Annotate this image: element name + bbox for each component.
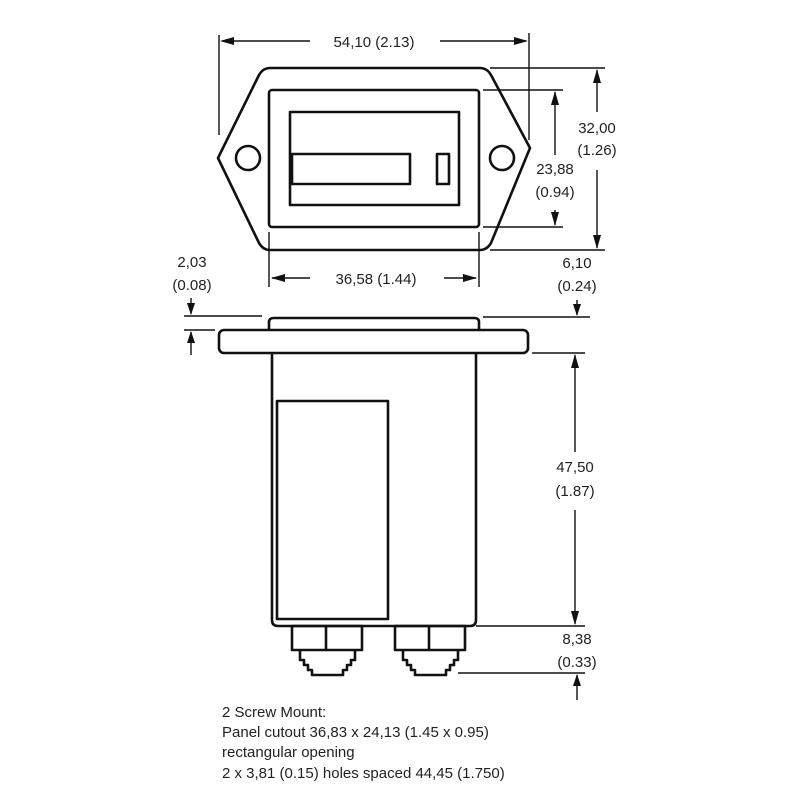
mounting-notes: 2 Screw Mount: Panel cutout 36,83 x 24,1… <box>222 704 505 782</box>
side-view <box>217 316 530 677</box>
dim-body-depth: 47,50 (1.87) <box>476 352 595 627</box>
body <box>270 353 478 628</box>
note-line: 2 x 3,81 (0.15) holes spaced 44,45 (1.75… <box>222 765 505 782</box>
dim-label: (0.24) <box>557 278 596 295</box>
note-line: Panel cutout 36,83 x 24,13 (1.45 x 0.95) <box>222 724 489 741</box>
dim-overall-height: 32,00 (1.26) <box>490 67 617 251</box>
dim-flange-thickness: 2,03 (0.08) <box>172 254 262 355</box>
mounting-hole-right <box>488 144 516 172</box>
dim-label: (1.87) <box>555 483 594 500</box>
dim-label: 54,10 (2.13) <box>334 34 415 51</box>
note-line: rectangular opening <box>222 744 355 761</box>
dim-label: 6,10 <box>562 255 591 272</box>
mounting-hole-left <box>234 144 262 172</box>
dim-label: 2,03 <box>177 254 206 271</box>
dim-label: (0.94) <box>535 184 574 201</box>
dim-overall-width: 54,10 (2.13) <box>218 33 530 140</box>
mounting-flange-outline <box>216 66 532 252</box>
terminal-right <box>393 624 467 677</box>
dim-bezel-height: 23,88 (0.94) <box>483 89 575 228</box>
indicator <box>435 152 451 186</box>
label-panel <box>275 399 390 621</box>
dim-label: (0.08) <box>172 277 211 294</box>
dim-terminal-length: 8,38 (0.33) <box>458 631 597 700</box>
dim-bezel-width: 36,58 (1.44) <box>268 232 480 288</box>
front-view <box>216 66 532 252</box>
bezel <box>267 88 481 229</box>
bezel-lip <box>267 316 481 330</box>
dim-label: (1.26) <box>577 142 616 159</box>
dim-label: 8,38 <box>562 631 591 648</box>
dim-label: 32,00 <box>578 120 616 137</box>
dim-label: 23,88 <box>536 161 574 178</box>
dim-label: (0.33) <box>557 654 596 671</box>
flange-side <box>217 328 530 355</box>
display-window <box>288 110 461 207</box>
dim-bezel-depth: 6,10 (0.24) <box>483 255 597 318</box>
terminal-left <box>290 624 364 677</box>
counter-digits <box>290 152 412 186</box>
dim-label: 36,58 (1.44) <box>336 271 417 288</box>
note-line: 2 Screw Mount: <box>222 704 326 721</box>
dim-label: 47,50 <box>556 459 594 476</box>
